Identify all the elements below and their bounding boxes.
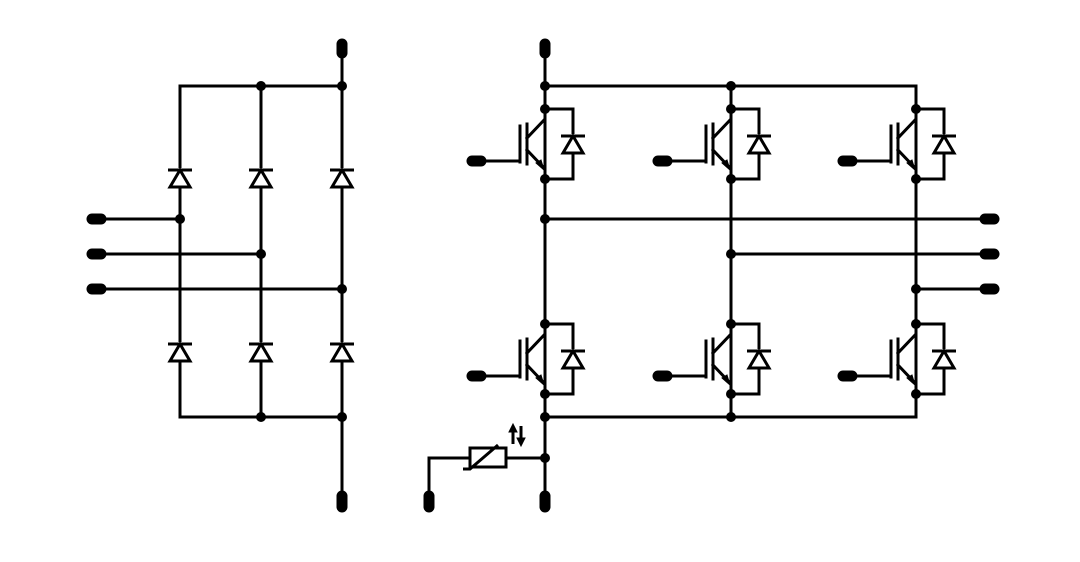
junction-dot — [726, 412, 736, 422]
inverter-bridge — [466, 38, 1000, 513]
freewheel-diode — [931, 348, 957, 370]
rectifier-bottom-bus — [178, 358, 344, 419]
junction-dot — [540, 319, 550, 329]
rectifier-diode-1 — [167, 167, 193, 189]
junction-dot — [540, 389, 550, 399]
rectifier-diode-4 — [167, 341, 193, 363]
junction-dot — [911, 389, 921, 399]
emitter-arrow — [721, 159, 731, 172]
junction-dot — [911, 104, 921, 114]
emitter-arrow — [906, 374, 916, 387]
igbt-collector — [895, 107, 918, 141]
igbt-switch-2 — [652, 104, 772, 184]
ntc-thermistor — [423, 422, 547, 513]
rectifier-diode-5 — [248, 341, 274, 363]
rectifier-diode-3 — [329, 167, 355, 189]
igbt-switch-6 — [837, 319, 957, 399]
thermistor-lead-left — [427, 456, 472, 502]
igbt-switch-4 — [466, 319, 586, 399]
igbt-layer — [466, 104, 957, 399]
freewheel-diode — [931, 133, 957, 155]
freewheel-diode — [560, 348, 586, 370]
junction-dot — [256, 81, 266, 91]
igbt-switch-3 — [837, 104, 957, 184]
junction-dot — [726, 81, 736, 91]
junction-dot — [911, 284, 921, 294]
rectifier-diode-2 — [248, 167, 274, 189]
junction-dot — [337, 81, 347, 91]
igbt-collector — [710, 322, 733, 356]
rectifier-diode-6 — [329, 341, 355, 363]
freewheel-diode — [560, 133, 586, 155]
emitter-arrow — [535, 374, 545, 387]
junction-dot — [540, 104, 550, 114]
temperature-arrows-icon — [508, 422, 526, 448]
igbt-collector — [524, 107, 547, 141]
junction-dot — [337, 284, 347, 294]
junction-dot — [911, 319, 921, 329]
junction-dot — [337, 412, 347, 422]
junction-dot — [540, 81, 550, 91]
igbt-collector — [524, 322, 547, 356]
junction-dot — [540, 412, 550, 422]
thermistor-slash — [463, 443, 499, 471]
igbt-switch-5 — [652, 319, 772, 399]
freewheel-diode — [746, 133, 772, 155]
igbt-collector — [710, 107, 733, 141]
junction-dot — [726, 319, 736, 329]
thermistor-body — [468, 446, 508, 469]
emitter-arrow — [535, 159, 545, 172]
junction-dot — [726, 104, 736, 114]
junction-dot — [175, 214, 185, 224]
junction-dot — [256, 412, 266, 422]
junction-dot — [726, 389, 736, 399]
junction-dot — [540, 214, 550, 224]
freewheel-diode — [746, 348, 772, 370]
junction-dot — [726, 249, 736, 259]
junction-dot — [540, 174, 550, 184]
igbt-collector — [895, 322, 918, 356]
rectifier-top-bus — [178, 84, 344, 174]
rectifier-bridge — [86, 38, 355, 513]
emitter-arrow — [906, 159, 916, 172]
emitter-arrow — [721, 374, 731, 387]
junction-dot — [726, 174, 736, 184]
junction-dot — [256, 249, 266, 259]
junction-dot — [911, 174, 921, 184]
igbt-switch-1 — [466, 104, 586, 184]
